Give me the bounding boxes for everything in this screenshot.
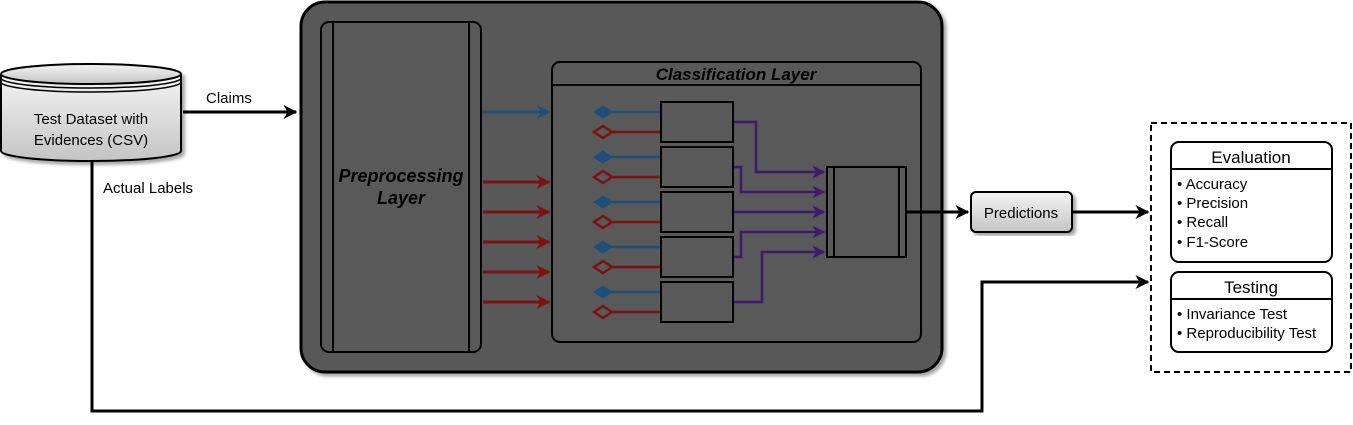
purple-arrow-2 [734,165,826,199]
testing-title: Testing [1224,278,1278,297]
preprocessing-label-line1: Preprocessing [338,166,463,186]
preprocessing-layer [320,21,482,353]
predictions-box [970,191,1073,233]
classifier-4 [591,236,734,278]
testing-item-1: • Invariance Test [1177,306,1288,323]
evaluation-item-4: • F1-Score [1177,234,1248,251]
classifier-2 [591,146,734,188]
evaluation-item-1: • Accuracy [1177,176,1248,193]
evaluation-item-2: • Precision [1177,195,1248,212]
ensemble-box [826,166,907,258]
purple-arrow-1 [734,120,826,179]
output-group [1150,122,1352,373]
classifier-1 [591,101,734,143]
dataset-label-line2: Evidences (CSV) [34,132,148,149]
classification-title: Classification Layer [656,65,818,84]
classifier-3 [591,191,734,233]
preprocessing-label-line2: Layer [377,188,426,208]
testing-item-2: • Reproducibility Test [1177,325,1317,342]
classifier-5 [591,281,734,323]
testing-box [1170,271,1333,353]
test-dataset-cylinder [0,63,182,162]
evaluation-item-3: • Recall [1177,214,1228,231]
actual-labels-edge [90,155,1150,413]
claims-label: Claims [206,90,252,107]
evaluation-box [1170,141,1333,263]
purple-arrow-5 [734,245,826,304]
dataset-label-line1: Test Dataset with [34,111,148,128]
evaluation-title: Evaluation [1211,148,1290,167]
purple-arrow-4 [734,225,826,259]
predictions-label: Predictions [984,205,1058,222]
actual-labels-label: Actual Labels [103,180,193,197]
